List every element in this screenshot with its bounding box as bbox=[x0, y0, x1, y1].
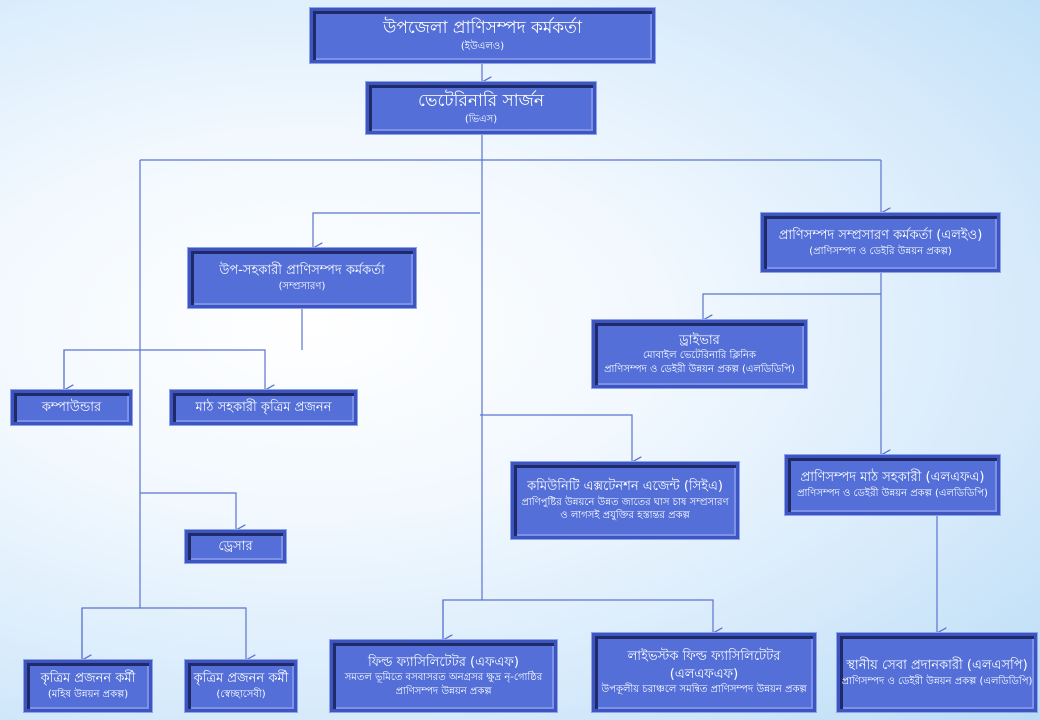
box-driver: ড্রাইভার মোবাইল ভেটেরিনারি ক্লিনিক প্রাণ… bbox=[591, 319, 808, 389]
box-ff: ফিল্ড ফ্যাসিলিটেটর (এফএফ) সমতল ভূমিতে বস… bbox=[329, 639, 558, 713]
box-title: ড্রেসার bbox=[218, 538, 253, 554]
box-uasa: উপ-সহকারী প্রাণিসম্পদ কর্মকর্তা (সম্প্রস… bbox=[187, 247, 417, 309]
box-title: লাইভস্টক ফিল্ড ফ্যাসিলিটেটর (এলএফএফ) bbox=[627, 649, 781, 682]
box-vs: ভেটেরিনারি সার্জন (ভিএস) bbox=[365, 81, 597, 135]
box-subtitle: ও লাগসই প্রযুক্তির হস্তান্তর প্রকল্প bbox=[560, 510, 690, 522]
box-title: কমিউনিটি এক্সটেনশন এজেন্ট (সিইএ) bbox=[527, 479, 723, 495]
box-title: কম্পাউন্ডার bbox=[41, 399, 102, 415]
box-title: কৃত্রিম প্রজনন কর্মী bbox=[193, 671, 289, 687]
box-lfa: প্রাণিসম্পদ মাঠ সহকারী (এলএফএ) প্রাণিসম্… bbox=[784, 454, 1001, 516]
box-ai-volunteer: কৃত্রিম প্রজনন কর্মী (স্বেচ্ছাসেবী) bbox=[184, 659, 298, 713]
box-lsp: স্থানীয় সেবা প্রদানকারী (এলএসপি) প্রাণি… bbox=[836, 632, 1038, 713]
box-subtitle: (ইউএলও) bbox=[460, 41, 505, 53]
box-elo: প্রাণিসম্পদ সম্প্রসারণ কর্মকর্তা (এলইও) … bbox=[760, 212, 1001, 273]
box-title: প্রাণিসম্পদ মাঠ সহকারী (এলএফএ) bbox=[800, 470, 985, 486]
box-title: প্রাণিসম্পদ সম্প্রসারণ কর্মকর্তা (এলইও) bbox=[778, 227, 983, 243]
box-title: ফিল্ড ফ্যাসিলিটেটর (এফএফ) bbox=[368, 654, 519, 670]
box-title: উপজেলা প্রাণিসম্পদ কর্মকর্তা bbox=[383, 18, 582, 39]
box-subtitle: (মহিষ উন্নয়ন প্রকল্প) bbox=[47, 689, 129, 701]
box-ulo: উপজেলা প্রাণিসম্পদ কর্মকর্তা (ইউএলও) bbox=[309, 7, 656, 64]
box-subtitle: (ভিএস) bbox=[464, 113, 498, 125]
box-subtitle: মোবাইল ভেটেরিনারি ক্লিনিক bbox=[642, 350, 757, 362]
box-subtitle: (প্রাণিসম্পদ ও ডেইরি উন্নয়ন প্রকল্প) bbox=[809, 245, 952, 257]
box-title: মাঠ সহকারী কৃত্রিম প্রজনন bbox=[195, 399, 332, 415]
box-ai-buffalo: কৃত্রিম প্রজনন কর্মী (মহিষ উন্নয়ন প্রকল… bbox=[23, 659, 153, 713]
box-subtitle: প্রাণিপুষ্টির উন্নয়নে উন্নত জাতের ঘাস চ… bbox=[521, 496, 729, 508]
box-title: ভেটেরিনারি সার্জন bbox=[417, 90, 545, 111]
box-subtitle: প্রাণিসম্পদ ও ডেইরী উন্নয়ন প্রকল্প (এলড… bbox=[841, 675, 1033, 687]
box-title: স্থানীয় সেবা প্রদানকারী (এলএসপি) bbox=[846, 657, 1028, 673]
box-dresser: ড্রেসার bbox=[184, 529, 287, 564]
box-subtitle: (সম্প্রসারণ) bbox=[278, 281, 326, 293]
box-subtitle: সমতল ভূমিতে বসবাসরত অনগ্রসর ক্ষুদ্র নৃ-গ… bbox=[344, 672, 543, 684]
box-subtitle: (স্বেচ্ছাসেবী) bbox=[216, 689, 266, 701]
box-cea: কমিউনিটি এক্সটেনশন এজেন্ট (সিইএ) প্রাণিপ… bbox=[510, 461, 740, 540]
box-compounder: কম্পাউন্ডার bbox=[10, 389, 133, 426]
box-subtitle: উপকূলীয় চরাঞ্চলে সমন্বিত প্রাণিসম্পদ উন… bbox=[601, 684, 807, 696]
box-field-ai: মাঠ সহকারী কৃত্রিম প্রজনন bbox=[169, 389, 358, 426]
box-subtitle: প্রাণিসম্পদ উন্নয়ন প্রকল্প bbox=[395, 685, 492, 697]
box-title: ড্রাইভার bbox=[679, 332, 720, 348]
box-title: কৃত্রিম প্রজনন কর্মী bbox=[40, 671, 136, 687]
box-subtitle: প্রাণিসম্পদ ও ডেইরী উন্নয়ন প্রকল্প (এলড… bbox=[797, 488, 988, 500]
box-lff: লাইভস্টক ফিল্ড ফ্যাসিলিটেটর (এলএফএফ) উপক… bbox=[591, 632, 817, 713]
box-title: উপ-সহকারী প্রাণিসম্পদ কর্মকর্তা bbox=[219, 263, 385, 279]
box-subtitle: প্রাণিসম্পদ ও ডেইরী উন্নয়ন প্রকল্প (এলড… bbox=[604, 363, 795, 375]
